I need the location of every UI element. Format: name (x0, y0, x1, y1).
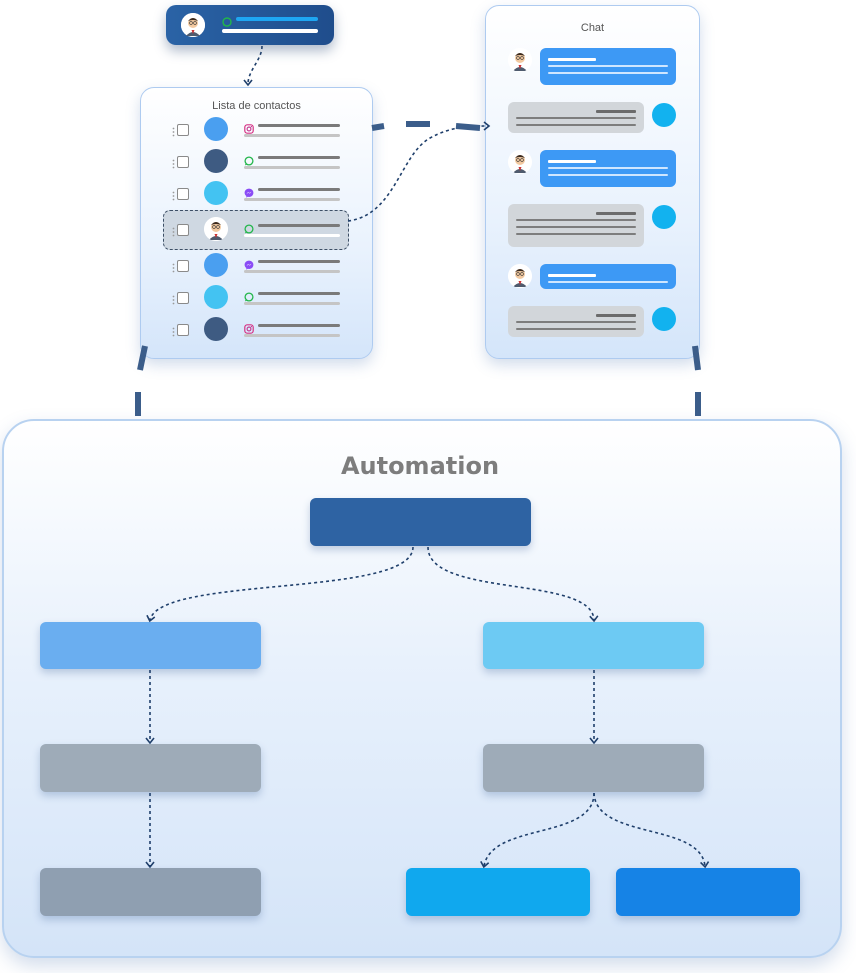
message-line (548, 160, 596, 163)
person-avatar-icon (181, 13, 205, 37)
contact-checkbox[interactable] (177, 188, 189, 200)
messenger-icon (244, 257, 254, 270)
message-line (548, 274, 596, 277)
contact-preview-bar (244, 166, 340, 169)
branch-left-node[interactable] (40, 622, 261, 669)
branch-right-node[interactable] (483, 622, 704, 669)
automation-title: Automation (340, 452, 500, 480)
contact-name-bar (258, 324, 340, 327)
contact-name-bar (258, 156, 340, 159)
contact-name-bar (258, 188, 340, 191)
contact-checkbox[interactable] (177, 260, 189, 272)
message-line (516, 117, 636, 119)
message-line (516, 233, 636, 235)
message-line (548, 65, 668, 67)
message-line (548, 174, 668, 176)
message-line (596, 314, 636, 317)
contact-name-bar (258, 124, 340, 127)
drag-handle-icon[interactable] (172, 188, 177, 206)
person-avatar-icon (508, 150, 532, 174)
whatsapp-icon (222, 14, 232, 27)
message-line (548, 72, 668, 74)
contact-avatar (204, 117, 228, 141)
right-step-node[interactable] (483, 744, 704, 792)
message-line (548, 167, 668, 169)
contact-avatar (204, 285, 228, 309)
contact-avatar (204, 317, 228, 341)
chat-title: Chat (580, 22, 605, 34)
contact-checkbox[interactable] (177, 324, 189, 336)
message-line (516, 219, 636, 221)
agent-avatar (652, 103, 676, 127)
contact-preview-bar (244, 270, 340, 273)
contact-avatar (508, 150, 532, 174)
message-line (516, 321, 636, 323)
left-step-node[interactable] (40, 744, 261, 792)
drag-handle-icon[interactable] (172, 292, 177, 310)
drag-handle-icon[interactable] (172, 124, 177, 142)
contacts-list-title: Lista de contactos (212, 100, 301, 112)
incoming-whatsapp-notification[interactable] (166, 5, 334, 45)
notification-text-bar (222, 29, 318, 33)
message-line (516, 328, 636, 330)
contact-avatar (181, 13, 205, 37)
contact-checkbox[interactable] (177, 156, 189, 168)
person-avatar-icon (204, 217, 228, 241)
contact-checkbox[interactable] (177, 292, 189, 304)
message-line (596, 110, 636, 113)
message-line (596, 212, 636, 215)
message-line (516, 226, 636, 228)
drag-handle-icon[interactable] (172, 260, 177, 278)
left-final-node[interactable] (40, 868, 261, 916)
contact-avatar (204, 149, 228, 173)
message-line (516, 124, 636, 126)
whatsapp-icon (244, 153, 254, 166)
contact-avatar (508, 48, 532, 72)
contact-checkbox[interactable] (177, 124, 189, 136)
message-line (548, 58, 596, 61)
contact-name-bar (258, 292, 340, 295)
person-avatar-icon (508, 264, 532, 288)
whatsapp-icon (244, 289, 254, 302)
whatsapp-icon (244, 221, 254, 234)
list-to-chat-dash-3 (455, 123, 481, 131)
agent-avatar (652, 205, 676, 229)
messenger-icon (244, 185, 254, 198)
contact-avatar (204, 217, 228, 241)
message-bubble (508, 204, 644, 247)
contact-avatar (204, 181, 228, 205)
instagram-icon (244, 321, 254, 334)
selected-contact-row[interactable] (163, 210, 349, 250)
list-to-chat-dash-1 (371, 123, 385, 131)
contact-preview-bar (244, 134, 340, 137)
contact-preview-bar (244, 334, 340, 337)
notification-name-bar (236, 17, 318, 21)
contact-avatar (204, 253, 228, 277)
contact-name-bar (258, 224, 340, 227)
contact-checkbox[interactable] (177, 224, 189, 236)
contact-preview-bar (244, 198, 340, 201)
notification-to-list-connector (243, 45, 263, 87)
agent-avatar (652, 307, 676, 331)
right-leaf-b-node[interactable] (616, 868, 800, 916)
automation-trigger-node[interactable] (310, 498, 531, 546)
drag-handle-icon[interactable] (172, 224, 177, 242)
right-leaf-a-node[interactable] (406, 868, 590, 916)
contact-preview-bar (244, 302, 340, 305)
message-line (548, 281, 668, 283)
contact-preview-bar (244, 234, 340, 237)
drag-handle-icon[interactable] (172, 324, 177, 342)
contact-name-bar (258, 260, 340, 263)
instagram-icon (244, 121, 254, 134)
drag-handle-icon[interactable] (172, 156, 177, 174)
person-avatar-icon (508, 48, 532, 72)
contact-avatar (508, 264, 532, 288)
